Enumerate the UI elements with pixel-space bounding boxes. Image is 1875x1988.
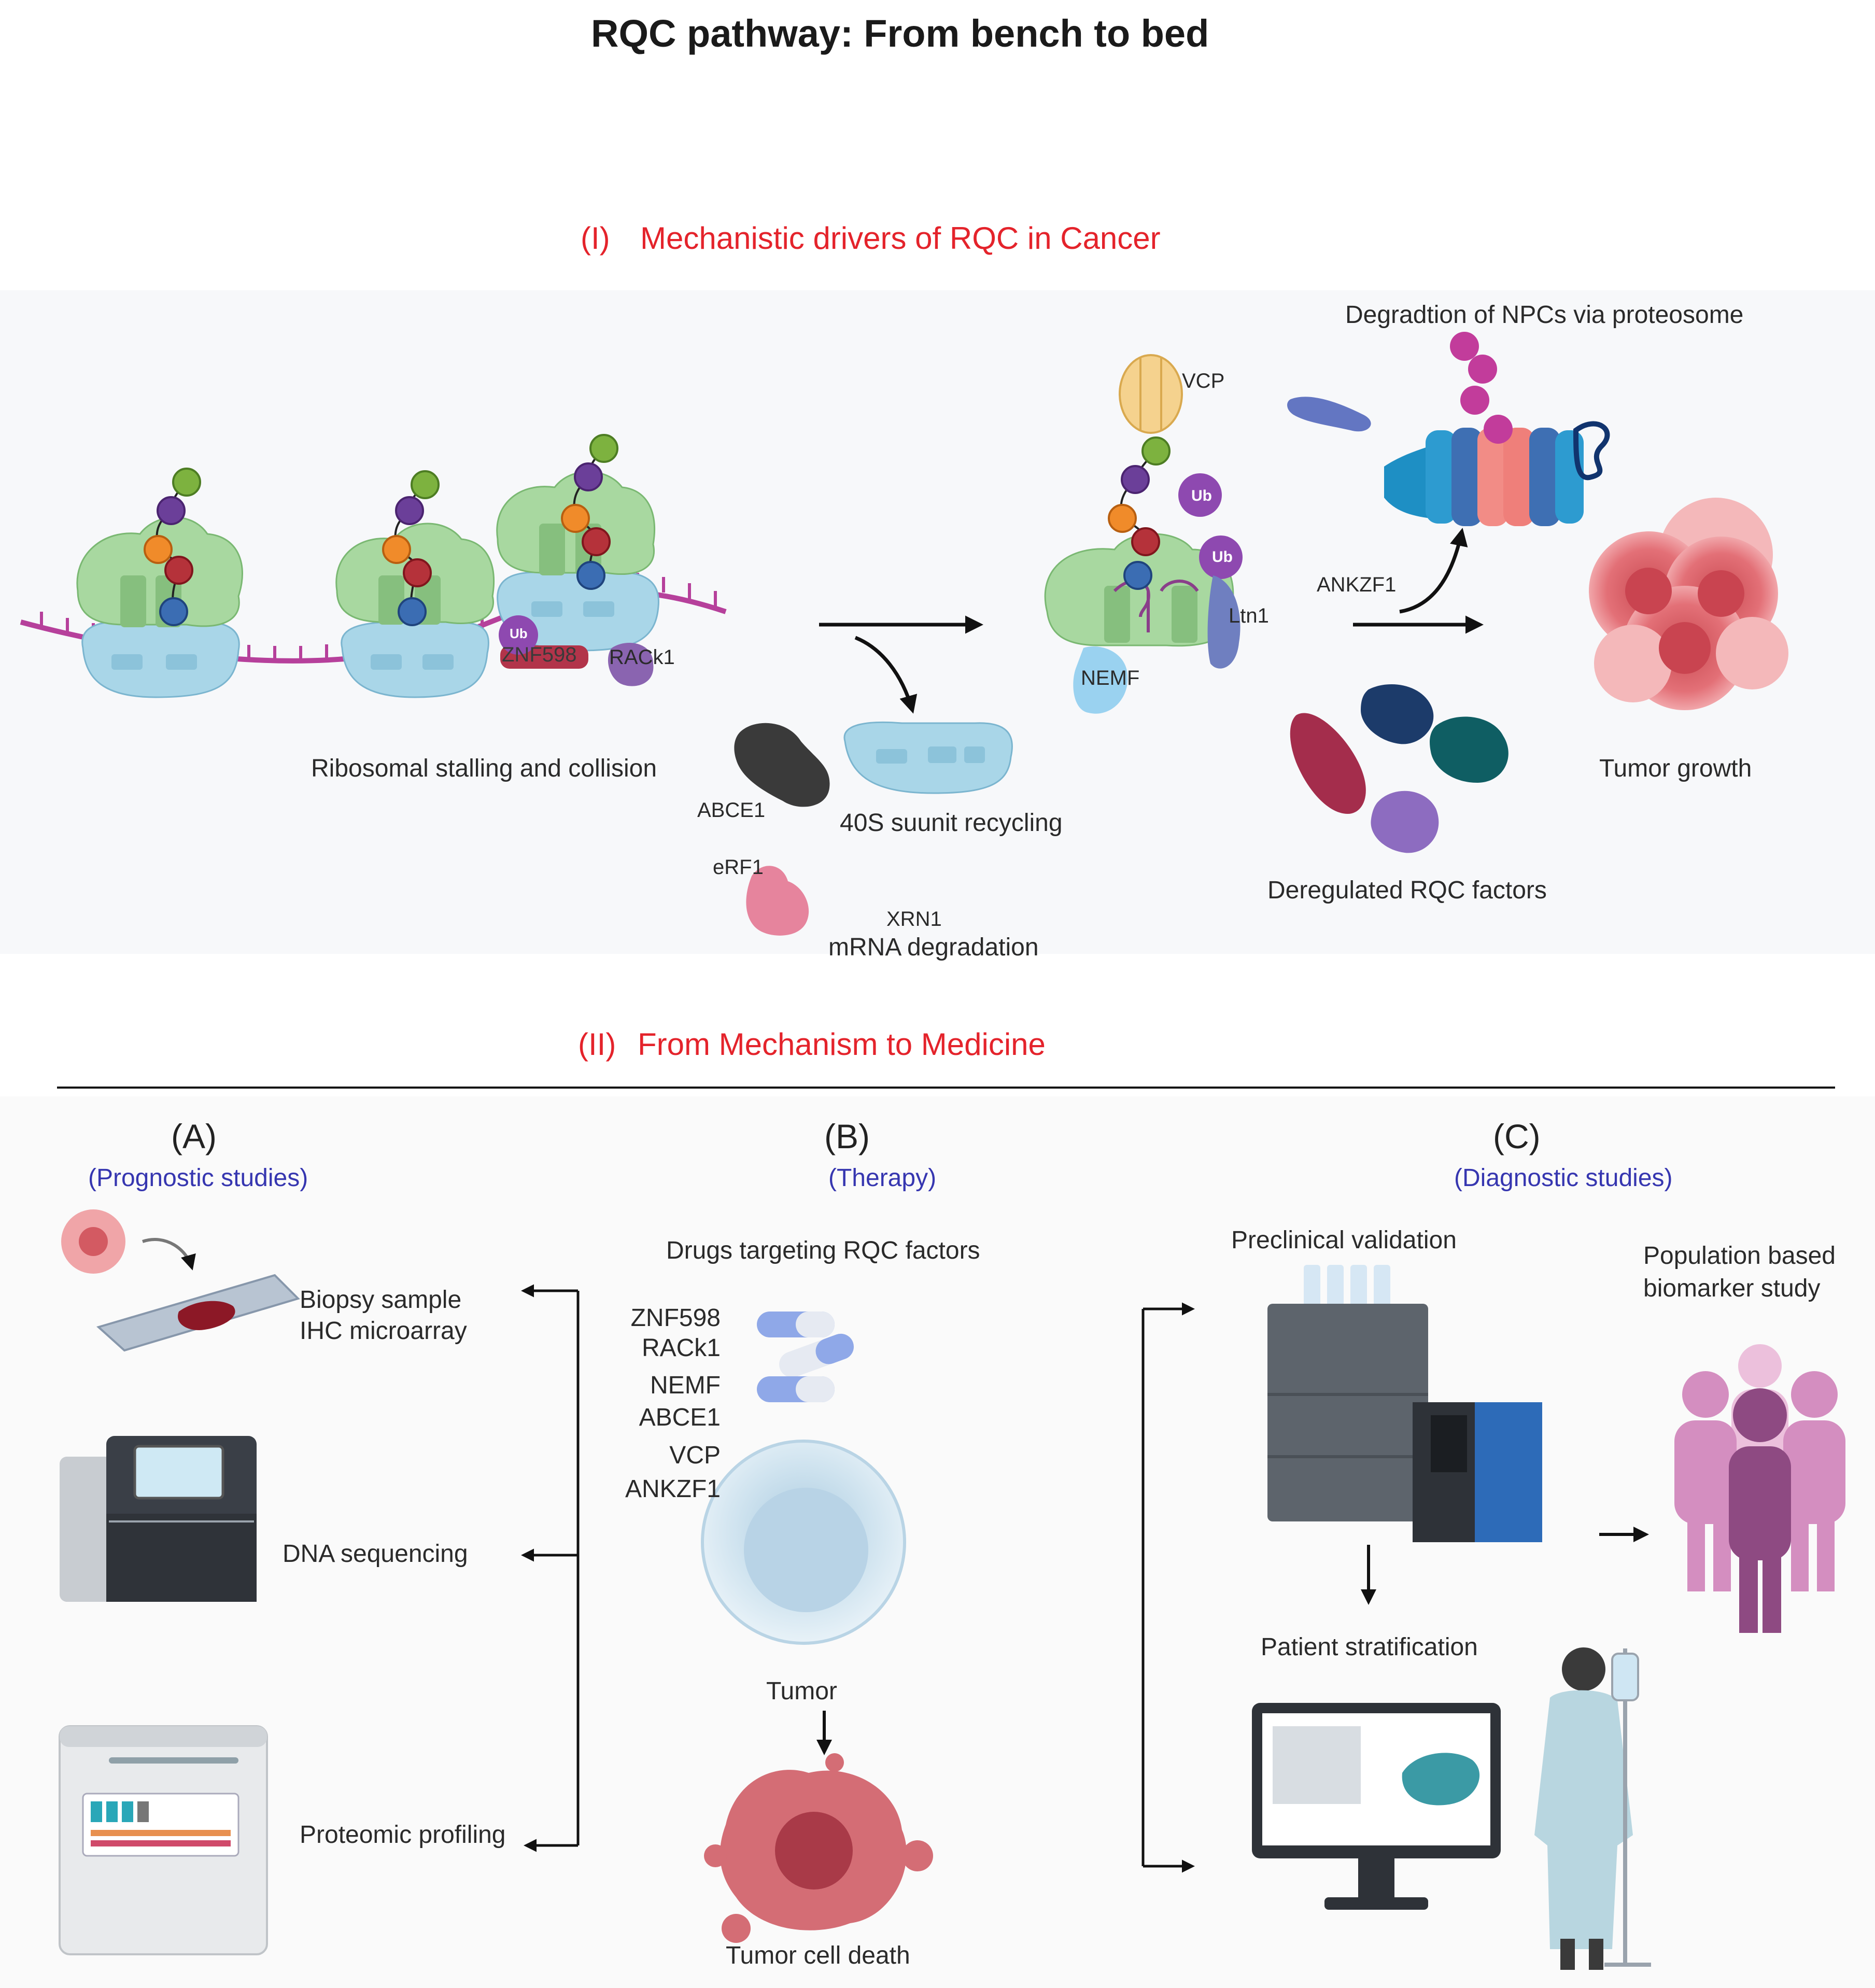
drugs-heading: Drugs targeting RQC factors [666, 1237, 980, 1264]
section1-number: (I) [581, 221, 610, 256]
proteasome-icon [1384, 421, 1610, 526]
patient-icon [1534, 1647, 1651, 1970]
biopsy-label-2: IHC microarray [300, 1317, 467, 1345]
sequencer-icon [60, 1436, 257, 1602]
drug-item: NEMF [650, 1372, 721, 1399]
erf1-protein [746, 866, 809, 936]
tumor-cell-icon [701, 1440, 906, 1645]
preclinical-label: Preclinical validation [1231, 1226, 1457, 1254]
column-c-subtitle: (Diagnostic studies) [1454, 1164, 1673, 1192]
tumor-cell-icon [61, 1209, 125, 1274]
column-a-letter: (A) [171, 1117, 217, 1155]
vcp-label: VCP [1182, 370, 1225, 392]
abce1-label: ABCE1 [697, 799, 766, 822]
erf1-label: eRF1 [713, 856, 764, 879]
tumor-growth-caption: Tumor growth [1599, 755, 1752, 782]
section1-panel [0, 290, 1875, 954]
ub-label: Ub [1191, 487, 1212, 504]
proteomics-instrument-icon [59, 1725, 268, 1955]
ub-label: Ub [510, 626, 528, 641]
ltn1-protein [1207, 575, 1240, 669]
drug-item: ZNF598 [630, 1304, 721, 1332]
ubiquitin-icon [1178, 473, 1222, 517]
recycling-caption: 40S suunit recycling [840, 809, 1063, 837]
tumor-death-label: Tumor cell death [726, 1942, 910, 1969]
ubiquitin-icon [499, 615, 538, 655]
connector-lines [1141, 1302, 1195, 1873]
deregulated-caption: Deregulated RQC factors [1267, 877, 1547, 904]
mrna-caption: mRNA degradation [828, 934, 1039, 961]
drug-item: VCP [669, 1442, 721, 1469]
arrow-icon [854, 636, 918, 714]
nemf-label: NEMF [1081, 667, 1140, 689]
people-icon [1674, 1344, 1845, 1633]
drug-item: RACk1 [641, 1334, 721, 1362]
biopsy-label-1: Biopsy sample [300, 1286, 462, 1314]
column-c-letter: (C) [1493, 1117, 1541, 1155]
rack1-label: RACk1 [609, 646, 675, 669]
proteasome-caption: Degradtion of NPCs via proteosome [1345, 301, 1744, 329]
xrn1-label: XRN1 [886, 908, 942, 930]
proteomic-label: Proteomic profiling [300, 1821, 506, 1849]
hplc-icon [1267, 1265, 1542, 1542]
stratification-label: Patient stratification [1261, 1633, 1478, 1661]
column-a-subtitle: (Prognostic studies) [88, 1164, 308, 1192]
arrow-icon [142, 1238, 196, 1271]
population-label-2: biomarker study [1643, 1275, 1821, 1302]
arrow-icon [1399, 528, 1468, 614]
tumor-cell-icon [1589, 498, 1788, 710]
znf598-label: ZNF598 [502, 643, 577, 666]
section2-heading: From Mechanism to Medicine [638, 1027, 1046, 1062]
connector-lines [521, 1284, 580, 1852]
npc-fragment [1287, 397, 1371, 432]
ubiquitin-icon [1450, 332, 1513, 444]
ribosome-icon [76, 516, 243, 698]
deregulated-factors-icon [1290, 684, 1509, 853]
ub-label: Ub [1212, 548, 1233, 566]
dna-sequencing-label: DNA sequencing [283, 1540, 468, 1568]
ltn1-label: Ltn1 [1229, 604, 1269, 627]
nemf-protein [1073, 646, 1128, 714]
stalling-caption: Ribosomal stalling and collision [311, 755, 657, 782]
section2-number: (II) [578, 1027, 616, 1062]
biopsy-slide-icon [96, 1274, 300, 1352]
section1-heading: Mechanistic drivers of RQC in Cancer [640, 221, 1161, 256]
drug-item: ABCE1 [639, 1404, 721, 1431]
column-b-subtitle: (Therapy) [828, 1164, 937, 1192]
column-b-letter: (B) [824, 1117, 870, 1155]
dying-cell-icon [704, 1753, 933, 1943]
tumor-label: Tumor [766, 1677, 837, 1705]
page-title: RQC pathway: From bench to bed [591, 12, 1209, 55]
pill-icon [757, 1312, 854, 1402]
population-label-1: Population based [1643, 1242, 1836, 1270]
drug-item: ANKZF1 [625, 1475, 721, 1503]
ubiquitin-icon [1199, 535, 1243, 579]
monitor-icon [1252, 1703, 1501, 1910]
vcp-hexamer-icon [1119, 354, 1183, 434]
abce1-protein [734, 723, 830, 807]
ribosome-icon [843, 721, 1013, 794]
ankzf1-label: ANKZF1 [1317, 573, 1397, 596]
rack1-protein [608, 643, 654, 686]
